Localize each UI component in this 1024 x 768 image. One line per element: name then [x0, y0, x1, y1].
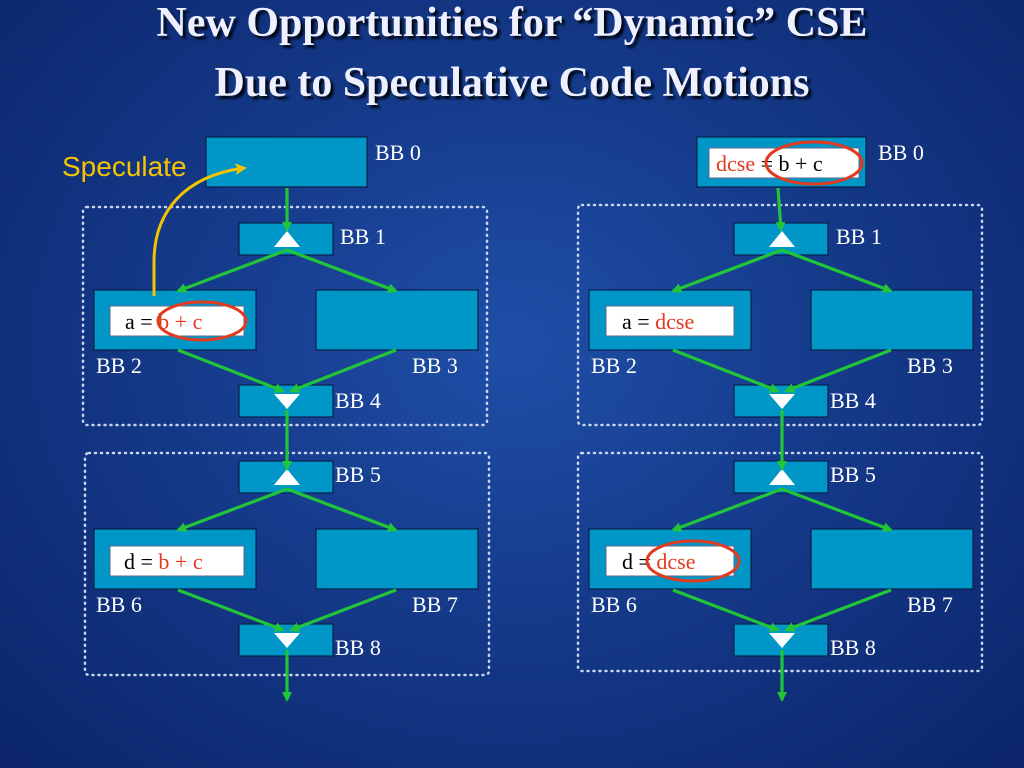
right-region-bottom	[576, 451, 984, 673]
right-bb8-label: BB 8	[830, 635, 876, 660]
left-bb6-label: BB 6	[96, 592, 142, 617]
right-bb5-branch-icon	[769, 469, 795, 485]
left-bb3-block	[315, 289, 479, 351]
left-bb2-highlight-ellipse	[156, 300, 248, 342]
left-bb1-branch-icon	[274, 231, 300, 247]
right-bb2-code: a = dcse	[622, 309, 694, 334]
right-bb1-branch-icon	[769, 231, 795, 247]
left-bb2-label: BB 2	[96, 353, 142, 378]
title-line-1: New Opportunities for “Dynamic” CSE	[156, 0, 868, 46]
left-bb0-block	[205, 136, 368, 188]
right-bb6-code-box	[605, 545, 735, 577]
speculate-arrow	[152, 163, 247, 296]
right-cfg-edges	[671, 187, 893, 702]
title-line-2: Due to Speculative Code Motions	[214, 60, 810, 106]
right-bb0-label: BB 0	[878, 140, 924, 165]
left-region-top	[81, 205, 489, 427]
right-bb4-merge-icon	[769, 394, 795, 409]
right-bb4-label: BB 4	[830, 388, 876, 413]
left-bb3-label: BB 3	[412, 353, 458, 378]
left-bb6-code-box	[109, 545, 245, 577]
right-bb3-label: BB 3	[907, 353, 953, 378]
left-bb5-label: BB 5	[335, 462, 381, 487]
left-bb2-code-box	[109, 305, 245, 337]
left-bb8-label: BB 8	[335, 635, 381, 660]
left-bb6-code: d = b + c	[124, 549, 203, 574]
left-cfg: BB 0 BB 1 a = b + c BB 2 BB 3 BB 4 BB 5 …	[62, 136, 491, 702]
left-bb7-label: BB 7	[412, 592, 458, 617]
right-bb6-label: BB 6	[591, 592, 637, 617]
left-bb5-branch-icon	[274, 469, 300, 485]
right-bb2-label: BB 2	[591, 353, 637, 378]
left-bb8-merge-icon	[274, 633, 300, 648]
left-bb4-label: BB 4	[335, 388, 381, 413]
right-bb7-label: BB 7	[907, 592, 953, 617]
right-bb7-block	[810, 528, 974, 590]
right-bb5-label: BB 5	[830, 462, 876, 487]
right-bb2-code-box	[605, 305, 735, 337]
right-bb6-highlight-ellipse	[645, 539, 741, 583]
left-bb7-block	[315, 528, 479, 590]
left-bb1-label: BB 1	[340, 224, 386, 249]
right-cfg: dcse = b + c BB 0 BB 1 a = dcse BB 2 BB …	[576, 136, 984, 702]
left-cfg-edges	[176, 188, 398, 702]
right-bb0-code-box	[708, 147, 860, 179]
right-bb3-block	[810, 289, 974, 351]
left-bb4-merge-icon	[274, 394, 300, 409]
left-bb0-label: BB 0	[375, 140, 421, 165]
right-bb1-label: BB 1	[836, 224, 882, 249]
right-bb0-highlight-ellipse	[764, 140, 864, 186]
right-bb8-merge-icon	[769, 633, 795, 648]
left-bb2-code: a = b + c	[125, 309, 203, 334]
right-bb6-code: d = dcse	[622, 549, 696, 574]
speculate-label: Speculate	[62, 151, 187, 182]
